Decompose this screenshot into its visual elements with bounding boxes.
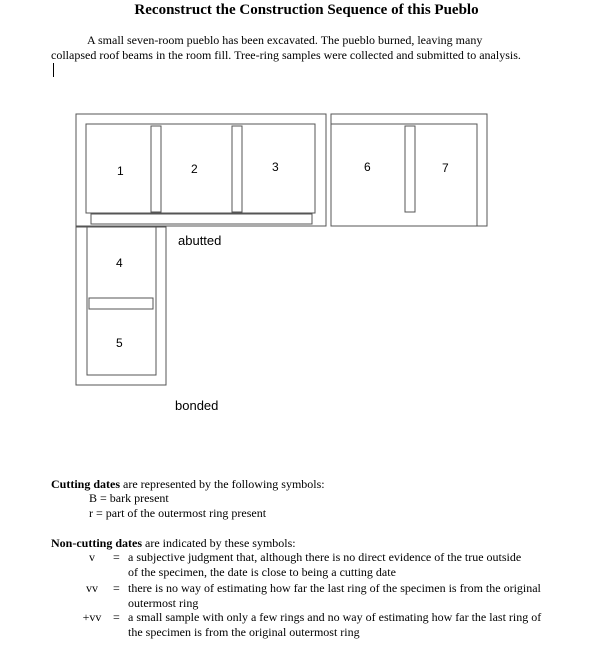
block-b-outer-wall bbox=[330, 113, 488, 227]
noncutting-dates-heading-bold: Non-cutting dates bbox=[51, 536, 143, 550]
page-title: Reconstruct the Construction Sequence of… bbox=[134, 2, 479, 18]
block-b-inner-wall bbox=[330, 123, 478, 227]
noncutting-dates-heading: Non-cutting dates are indicated by these… bbox=[51, 536, 296, 551]
room-label-6: 6 bbox=[364, 160, 371, 174]
symbol-vv: vv bbox=[86, 581, 98, 595]
noncutting-dates-heading-rest: are indicated by these symbols: bbox=[142, 536, 296, 550]
description-plus-vv: a small sample with only a few rings and… bbox=[128, 610, 542, 639]
wall-1-2 bbox=[150, 125, 162, 213]
noncutting-item-v: v = a subjective judgment that, although… bbox=[0, 550, 613, 579]
wall-4-5 bbox=[88, 297, 154, 310]
room-label-5: 5 bbox=[116, 336, 123, 350]
cutting-item-bark: B = bark present bbox=[89, 491, 169, 505]
description-v: a subjective judgment that, although the… bbox=[128, 550, 522, 579]
symbol-v: v bbox=[89, 550, 95, 564]
room-label-1: 1 bbox=[117, 164, 124, 178]
block-a-inner-wall bbox=[85, 123, 316, 214]
wall-6-7 bbox=[404, 125, 416, 213]
room-label-7: 7 bbox=[442, 161, 449, 175]
wall-2-3 bbox=[231, 125, 243, 213]
room-label-2: 2 bbox=[191, 162, 198, 176]
cutting-dates-heading-rest: are represented by the following symbols… bbox=[120, 477, 325, 491]
intro-text: A small seven-room pueblo has been excav… bbox=[51, 33, 521, 62]
noncutting-item-vv: vv = there is no way of estimating how f… bbox=[0, 581, 613, 610]
block-c-inner-wall bbox=[86, 226, 157, 376]
room-label-3: 3 bbox=[272, 160, 279, 174]
abutted-label: abutted bbox=[178, 233, 221, 248]
intro-paragraph: A small seven-room pueblo has been excav… bbox=[51, 33, 521, 78]
equals-sign: = bbox=[113, 581, 120, 595]
room-label-4: 4 bbox=[116, 256, 123, 270]
bonded-label: bonded bbox=[175, 398, 218, 413]
text-cursor bbox=[53, 63, 54, 77]
block-a-outer-wall bbox=[75, 113, 327, 227]
wall-block-a-south bbox=[90, 213, 313, 225]
pueblo-floor-plan: 1 2 3 4 5 6 7 abutted bonded bbox=[75, 113, 488, 413]
equals-sign: = bbox=[113, 610, 120, 624]
cutting-dates-heading: Cutting dates are represented by the fol… bbox=[51, 477, 325, 492]
equals-sign: = bbox=[113, 550, 120, 564]
cutting-dates-heading-bold: Cutting dates bbox=[51, 477, 121, 491]
symbol-plus-vv: +vv bbox=[82, 610, 102, 624]
cutting-item-outer-ring: r = part of the outermost ring present bbox=[89, 506, 267, 520]
noncutting-item-plus-vv: +vv = a small sample with only a few rin… bbox=[0, 610, 613, 639]
description-vv: there is no way of estimating how far th… bbox=[128, 581, 541, 610]
